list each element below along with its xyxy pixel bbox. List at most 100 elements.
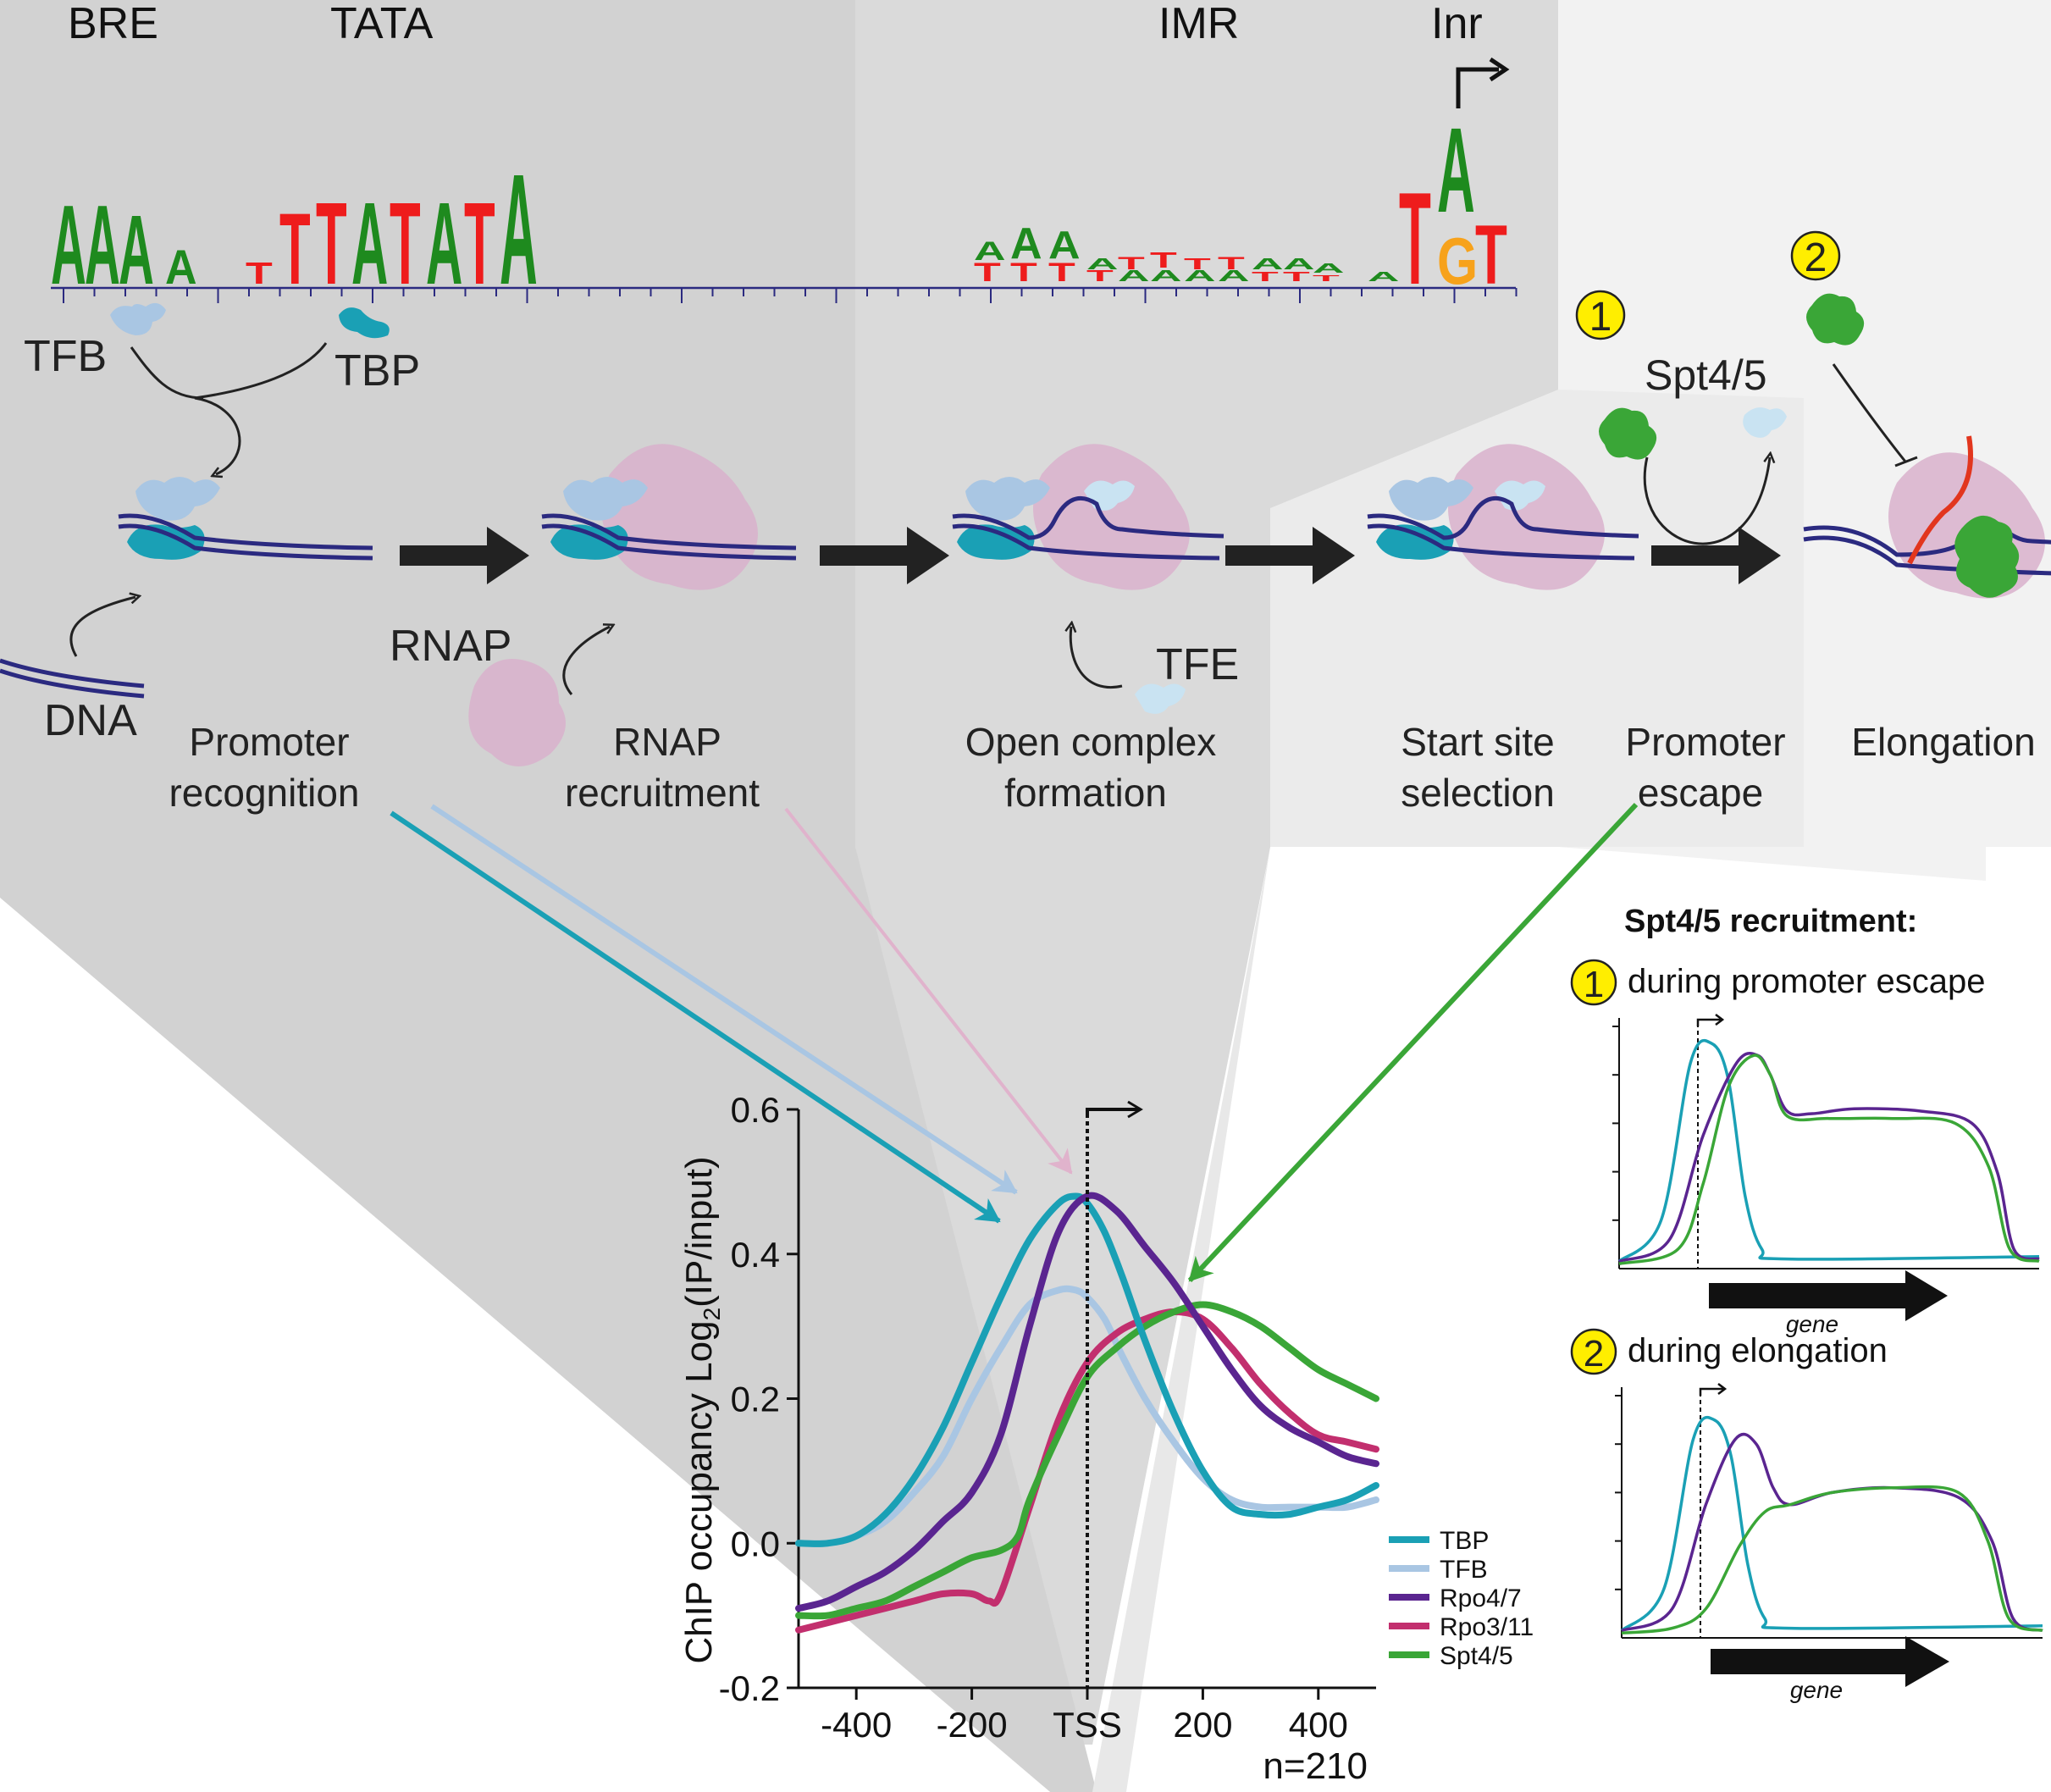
svg-text:G: G [1437,224,1478,297]
chart-y-label: ChIP occupancy Log2(IP/input) [678,1156,725,1663]
svg-text:T: T [1313,274,1340,284]
tfb-protein [563,477,648,521]
legend-label: Spt4/5 [1440,1642,1513,1670]
svg-text:T: T [1283,269,1311,284]
recruitment-badge-1 [1570,959,1617,1006]
tfb-protein [965,477,1050,521]
bre-label: BRE [68,0,158,48]
tfe-to-complex-arrow [1070,627,1123,689]
x-tick-label: 200 [1173,1705,1232,1745]
dna-duplex-strand2 [118,523,373,561]
inset-line [1618,1054,2040,1266]
stage-1-line2: recognition [169,771,359,815]
stage-1-line1: Promoter [189,720,349,764]
svg-text:T: T [1399,166,1431,312]
inset-1-gene-arrow [1709,1270,1948,1321]
spt45-free-left [1599,407,1657,460]
stage-6-line1: Elongation [1851,720,2035,764]
tbp-protein [957,524,1035,560]
svg-text:A: A [426,178,462,308]
imr-label: IMR [1158,0,1239,48]
svg-text:T: T [974,257,1001,287]
recruitment-badge-1-number: 1 [1584,964,1604,1005]
tfb-connector-arrow [430,804,1018,1195]
spt45-connector-arrow [1187,802,1639,1283]
rnap-to-complex-arrow [562,627,610,695]
dna-label: DNA [44,696,137,745]
svg-text:A: A [1184,268,1216,285]
inset-line [1621,1485,2043,1635]
stage-arrows [400,527,1781,584]
logo-tss-arrow [1456,67,1499,108]
series-line-tbp [795,1192,1379,1547]
escape-arc-arrow [1643,457,1770,545]
spt45-free-right [1806,293,1865,346]
svg-text:A: A [1368,269,1400,284]
svg-text:T: T [1475,207,1507,302]
tfb-tbp-convergence-lines [130,342,328,474]
svg-text:T: T [1150,248,1177,273]
spt45-label: Spt4/5 [1645,351,1767,399]
recruitment-badge-2 [1570,1328,1617,1375]
stage-4-line1: Start site [1401,720,1555,764]
stage-labels: Promoter recognition RNAP recruitment Op… [169,720,2035,815]
dna-bubble [1367,495,1639,561]
stage-5-line2: escape [1638,771,1763,815]
svg-text:A: A [974,236,1006,266]
stage-2-line1: RNAP [613,720,721,764]
rnap-label: RNAP [390,622,511,671]
series-line-rpo47 [795,1192,1379,1612]
dna-to-complex-arrow [69,597,135,657]
chart-y-label-sub: 2 [699,1308,725,1321]
y-tick-label: 0.0 [731,1524,780,1563]
svg-text:A: A [1048,223,1081,267]
spt45-protein-bound [1954,515,2020,598]
svg-text:T: T [1184,256,1211,273]
logo-tss-arrowhead [1489,57,1510,82]
transcription-pathway: TFB TBP [0,230,2051,815]
motif-axis-ticks [63,288,1518,303]
stage-arrow-4 [1651,527,1781,584]
badge-1-number: 1 [1589,295,1612,340]
recruitment-case-1: during promoter escape [1628,963,1985,1000]
y-tick-label: 0.4 [731,1235,780,1275]
y-tick-label: -0.2 [719,1668,780,1708]
chart-y-label-main: ChIP occupancy Log [678,1320,720,1663]
free-dna [0,658,145,699]
inset-chart-promoter-escape: gene [1612,1014,2040,1337]
spt45-released [1743,407,1787,438]
complex-start-site [1367,444,1639,590]
tbp-connector-arrow [390,810,1001,1224]
inset-line [1620,1415,2043,1632]
elongation-recruit-bar [1894,456,1918,467]
inset-1-gene-label: gene [1786,1311,1838,1337]
tata-label: TATA [330,0,434,48]
badge-2-number: 2 [1805,235,1827,280]
svg-text:A: A [1218,268,1250,285]
complex-open-complex [952,444,1225,590]
complex-elongation [1803,435,2051,599]
motif-logo: BRE TATA IMR Inr A A A A T T T A T A T A… [51,0,1518,318]
svg-text:T: T [1252,269,1280,284]
recruitment-title: Spt4/5 recruitment: [1624,904,1917,939]
stage-arrow-1 [400,527,529,584]
svg-text:T: T [1048,257,1075,287]
connector-arrows [390,802,1639,1283]
tfb-label: TFB [24,332,107,381]
inset-chart-elongation: gene [1615,1383,2043,1703]
svg-text:T: T [390,178,421,308]
svg-text:T: T [1218,254,1245,274]
svg-text:T: T [1010,257,1037,287]
tfb-protein [135,477,220,521]
stage-arrow-2 [820,527,949,584]
stage-arrow-3 [1225,527,1355,584]
inset-2-gene-arrow [1711,1636,1949,1687]
svg-text:T: T [1086,268,1114,285]
x-tick-label: TSS [1053,1705,1122,1745]
stage-4-line2: selection [1401,771,1555,815]
tfb-protein [1389,477,1473,521]
legend-label: Rpo4/7 [1440,1585,1522,1612]
